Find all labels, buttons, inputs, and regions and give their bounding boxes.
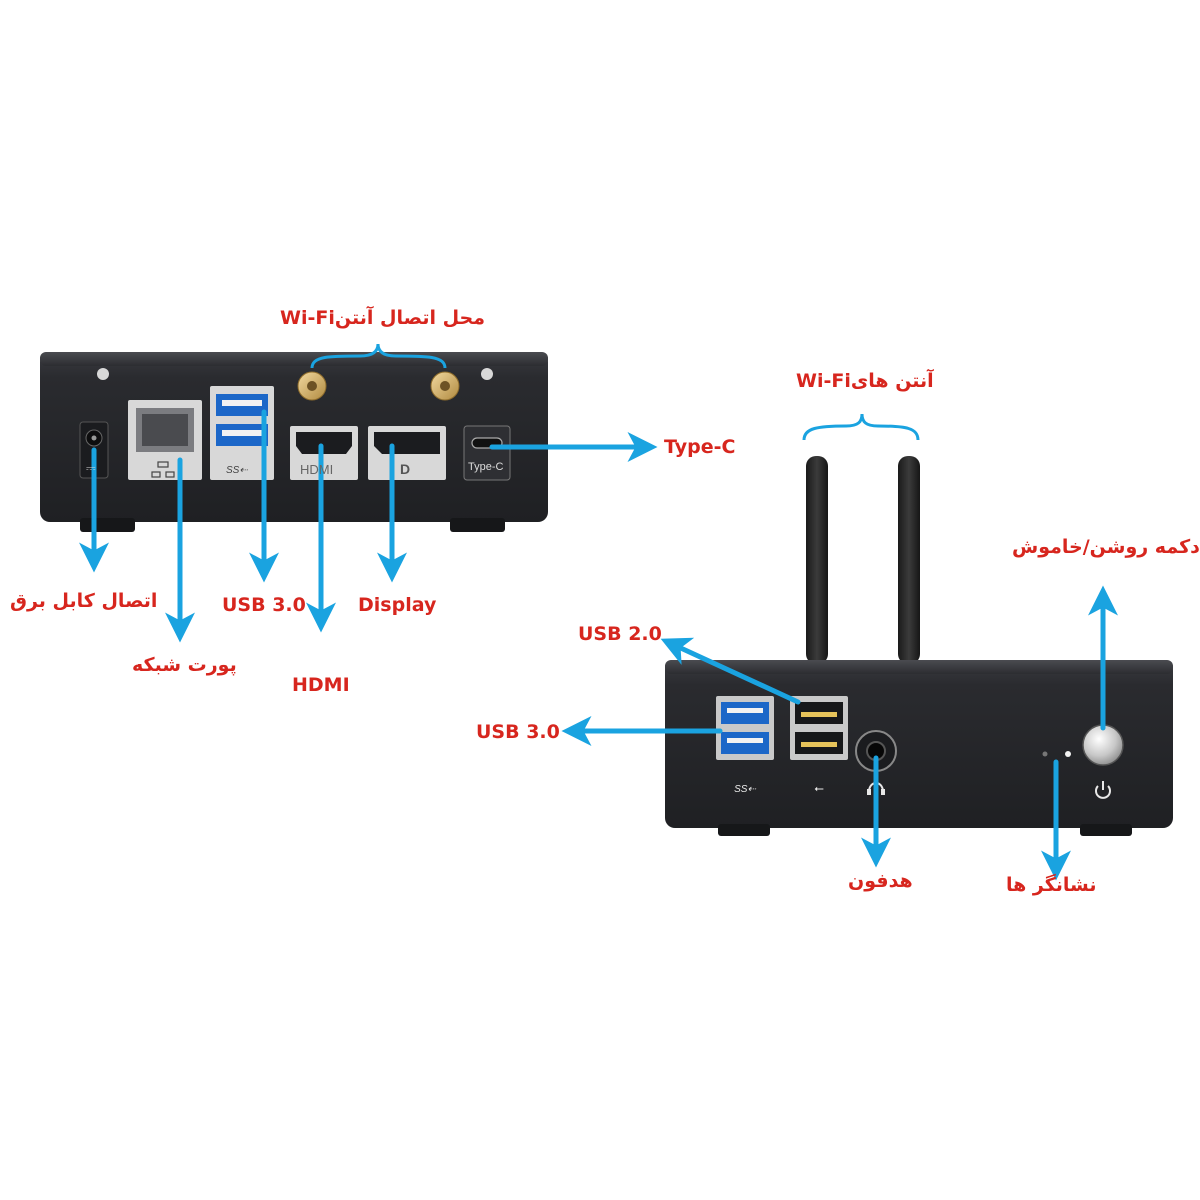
dc-in-icon: ⎓ bbox=[86, 461, 96, 475]
label-indicators: نشانگر ها bbox=[1006, 874, 1097, 896]
label-typec: Type-C bbox=[664, 436, 736, 458]
screw-icon bbox=[481, 368, 493, 380]
indicator-led bbox=[1065, 751, 1071, 757]
rear-device bbox=[40, 352, 548, 532]
label-wifi-connector: محل اتصال آنتنWi-Fi bbox=[280, 307, 485, 329]
dc-in-pin bbox=[91, 435, 97, 441]
typec-mark: Type-C bbox=[468, 461, 504, 473]
rear-chassis-top bbox=[40, 352, 548, 366]
label-hdmi: HDMI bbox=[292, 674, 350, 696]
wifi-connector-brace bbox=[310, 343, 447, 369]
label-power-cable: اتصال کابل برق bbox=[10, 590, 158, 612]
label-wifi-antennas: آنتن هایWi-Fi bbox=[796, 370, 934, 392]
usb3-tongue bbox=[222, 400, 262, 406]
usb2-tongue bbox=[801, 712, 837, 717]
front-chassis-top bbox=[665, 660, 1173, 674]
usb3-tongue bbox=[222, 430, 262, 436]
usb3-tongue bbox=[727, 738, 763, 743]
label-usb3-rear: USB 3.0 bbox=[222, 594, 306, 616]
usb2-tongue bbox=[801, 742, 837, 747]
power-icon bbox=[1095, 781, 1111, 799]
usb3-tongue bbox=[727, 708, 763, 713]
usb-ss-icon: SS⇠ bbox=[734, 784, 756, 795]
label-usb3-front: USB 3.0 bbox=[476, 721, 560, 743]
indicator-led bbox=[1042, 751, 1048, 757]
hdmi-mark: HDMI bbox=[300, 462, 334, 477]
hdmi-port bbox=[296, 432, 352, 454]
front-foot-left bbox=[718, 824, 770, 836]
label-network-port: پورت شبکه bbox=[132, 654, 237, 676]
displayport-port bbox=[374, 432, 440, 454]
displayport-icon: D bbox=[400, 461, 411, 477]
usb-icon: ⭠ bbox=[814, 781, 824, 795]
label-headphone: هدفون bbox=[848, 870, 913, 892]
lan-icon bbox=[151, 461, 175, 478]
sma-connector-left bbox=[297, 371, 327, 401]
antenna-brace bbox=[802, 413, 920, 441]
antenna-left bbox=[806, 456, 828, 664]
front-device: SS⇠ ⭠ bbox=[665, 456, 1173, 836]
antenna-right bbox=[898, 456, 920, 664]
label-usb2: USB 2.0 bbox=[578, 623, 662, 645]
rear-foot-left bbox=[80, 518, 135, 532]
label-display: Display bbox=[358, 594, 437, 616]
arrow-usb2 bbox=[660, 637, 801, 705]
label-power-button: دکمه روشن/خاموش bbox=[1012, 536, 1200, 558]
usb-ss-icon: SS⇠ bbox=[226, 465, 248, 476]
front-foot-right bbox=[1080, 824, 1132, 836]
rear-foot-right bbox=[450, 518, 505, 532]
sma-connector-right bbox=[430, 371, 460, 401]
lan-port-inner bbox=[142, 414, 188, 446]
power-button bbox=[1082, 724, 1124, 766]
screw-icon bbox=[97, 368, 109, 380]
